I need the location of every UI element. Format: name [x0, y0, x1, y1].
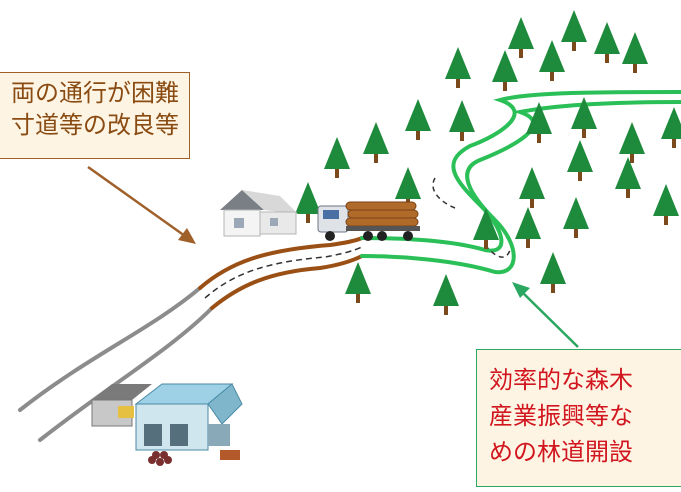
green-arrow: [512, 282, 579, 348]
improved-road-centerline: [204, 246, 363, 299]
tree-icon: [619, 122, 645, 163]
tree-icon: [571, 97, 597, 138]
improvement-callout-line-2: 寸道等の改良等: [11, 111, 179, 139]
brown-arrow: [87, 165, 196, 244]
tree-icon: [661, 107, 681, 148]
tree-icon: [519, 167, 545, 208]
tree-icon: [540, 252, 566, 293]
improvement-callout: 両の通行が困難 寸道等の改良等: [0, 72, 190, 159]
log-truck-icon: [317, 201, 420, 241]
tree-icon: [563, 197, 589, 238]
tree-icon: [492, 50, 518, 91]
tree-icon: [615, 157, 641, 198]
tree-icon: [345, 262, 371, 303]
new-road-callout: 効率的な森木 産業振興等な めの林道開設: [476, 349, 681, 487]
tree-icon: [526, 102, 552, 143]
tree-icon: [405, 99, 431, 140]
improvement-callout-line-1: 両の通行が困難: [11, 79, 179, 107]
sawmill-icon: [91, 383, 243, 466]
tree-icon: [622, 32, 648, 73]
tree-icon: [473, 208, 499, 249]
new-road-callout-line-2: 産業振興等な: [489, 402, 633, 430]
new-road-callout-line-1: 効率的な森木: [489, 366, 633, 394]
tree-icon: [561, 10, 587, 51]
tree-icon: [433, 274, 459, 315]
tree-icon: [515, 207, 541, 248]
tree-icon: [363, 122, 389, 163]
tree-icon: [508, 17, 534, 58]
tree-icon: [324, 137, 350, 178]
new-forest-road: [360, 90, 681, 275]
tree-icon: [594, 22, 620, 63]
tree-icon: [449, 100, 475, 141]
existing-road: [18, 286, 214, 442]
new-road-callout-line-3: めの林道開設: [489, 438, 633, 466]
tree-icon: [295, 182, 321, 223]
tree-icon: [653, 184, 679, 225]
tree-icon: [539, 40, 565, 81]
forest: [295, 10, 681, 315]
tree-icon: [445, 47, 471, 88]
house-icon: [220, 190, 298, 237]
tree-icon: [567, 140, 593, 181]
improved-road: [198, 236, 364, 310]
